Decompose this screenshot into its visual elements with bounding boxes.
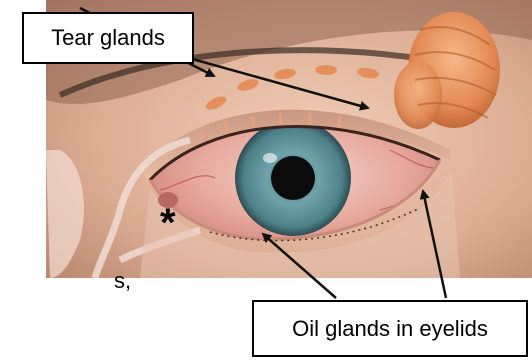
pupil [271,156,315,200]
tear-glands-label: Tear glands [22,12,194,64]
eye-highlight [263,153,277,163]
cropped-text-fragment: s, [114,268,131,294]
asterisk-marker: * [160,201,176,245]
oil-glands-label: Oil glands in eyelids [252,300,528,357]
